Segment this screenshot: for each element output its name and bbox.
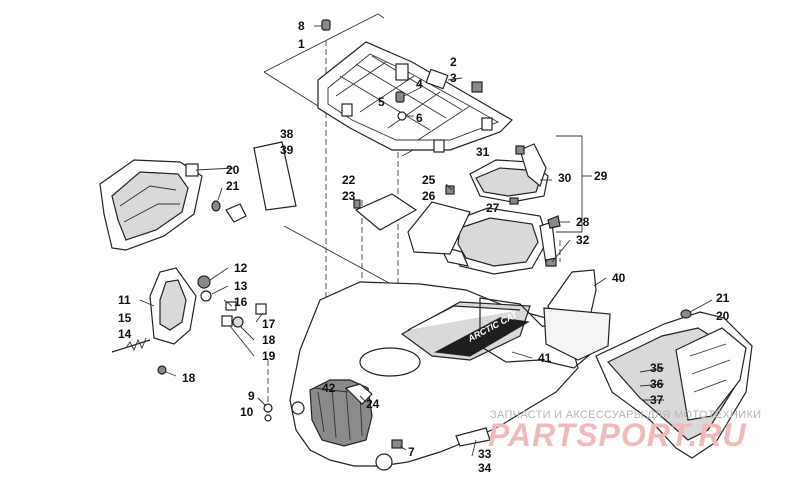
latch-hardware [545, 215, 561, 267]
callout-31: 31 [476, 145, 490, 159]
callout-5: 5 [378, 95, 385, 109]
callout-12: 12 [234, 261, 248, 275]
callout-2: 2 [450, 55, 457, 69]
callout-10: 10 [240, 405, 254, 419]
watermark-brand: PARTSPORT.RU [488, 417, 747, 453]
callout-37: 37 [650, 393, 664, 407]
callout-41: 41 [538, 351, 552, 365]
callout-14: 14 [118, 327, 132, 341]
callout-34: 34 [478, 461, 492, 475]
callout-28: 28 [576, 215, 590, 229]
callout-17: 17 [262, 317, 276, 331]
storage-bin [438, 207, 557, 275]
left-fender-hardware [211, 141, 297, 223]
callout-4: 4 [416, 77, 423, 91]
callout-30: 30 [558, 171, 572, 185]
callout-18: 18 [262, 333, 276, 347]
leader-lines [139, 25, 713, 457]
callout-35: 35 [650, 361, 664, 375]
callout-21: 21 [226, 179, 240, 193]
callout-33: 33 [478, 447, 492, 461]
callout-numbers: 8 1 2 3 4 5 6 38 39 20 21 31 30 29 22 23… [118, 19, 730, 475]
callout-3: 3 [450, 71, 457, 85]
callout-20: 20 [226, 163, 240, 177]
right-rear-fender [595, 309, 753, 459]
watermark-tagline: ЗАПЧАСТИ И АКСЕССУАРЫ ДЛЯ МОТОТЕХНИКИ [490, 409, 761, 421]
callout-13: 13 [234, 279, 248, 293]
callout-40: 40 [612, 271, 626, 285]
callout-19: 19 [262, 349, 276, 363]
callout-32: 32 [576, 233, 590, 247]
callout-38: 38 [280, 127, 294, 141]
callout-6: 6 [416, 111, 423, 125]
callout-15: 15 [118, 311, 132, 325]
rear-rack [317, 41, 513, 153]
callout-39: 39 [280, 143, 294, 157]
callout-7: 7 [408, 445, 415, 459]
callout-25: 25 [422, 173, 436, 187]
right-side-bracket [543, 269, 611, 361]
callout-29: 29 [594, 169, 608, 183]
rack-hardware [321, 19, 483, 121]
storage-lid-assembly [469, 143, 549, 205]
callout-23: 23 [342, 189, 356, 203]
front-panel-pieces [353, 185, 471, 255]
front-body-hardware [263, 383, 403, 449]
callout-8: 8 [298, 19, 305, 33]
callout-16: 16 [234, 295, 248, 309]
headlight-adjuster-hardware [111, 301, 267, 375]
headlight-housing [149, 267, 212, 345]
callout-9: 9 [248, 389, 255, 403]
callout-11: 11 [118, 293, 131, 307]
callout-18-lower: 18 [182, 371, 196, 385]
callout-22: 22 [342, 173, 356, 187]
callout-26: 26 [422, 189, 436, 203]
left-rear-fender [99, 159, 203, 251]
callout-24: 24 [366, 397, 380, 411]
callout-27: 27 [486, 201, 500, 215]
callout-21-right: 21 [716, 291, 730, 305]
callout-20-right: 20 [716, 309, 730, 323]
callout-42: 42 [322, 381, 336, 395]
callout-36: 36 [650, 377, 664, 391]
watermark: ЗАПЧАСТИ И АКСЕССУАРЫ ДЛЯ МОТОТЕХНИКИ PA… [488, 409, 761, 453]
callout-1: 1 [298, 37, 305, 51]
